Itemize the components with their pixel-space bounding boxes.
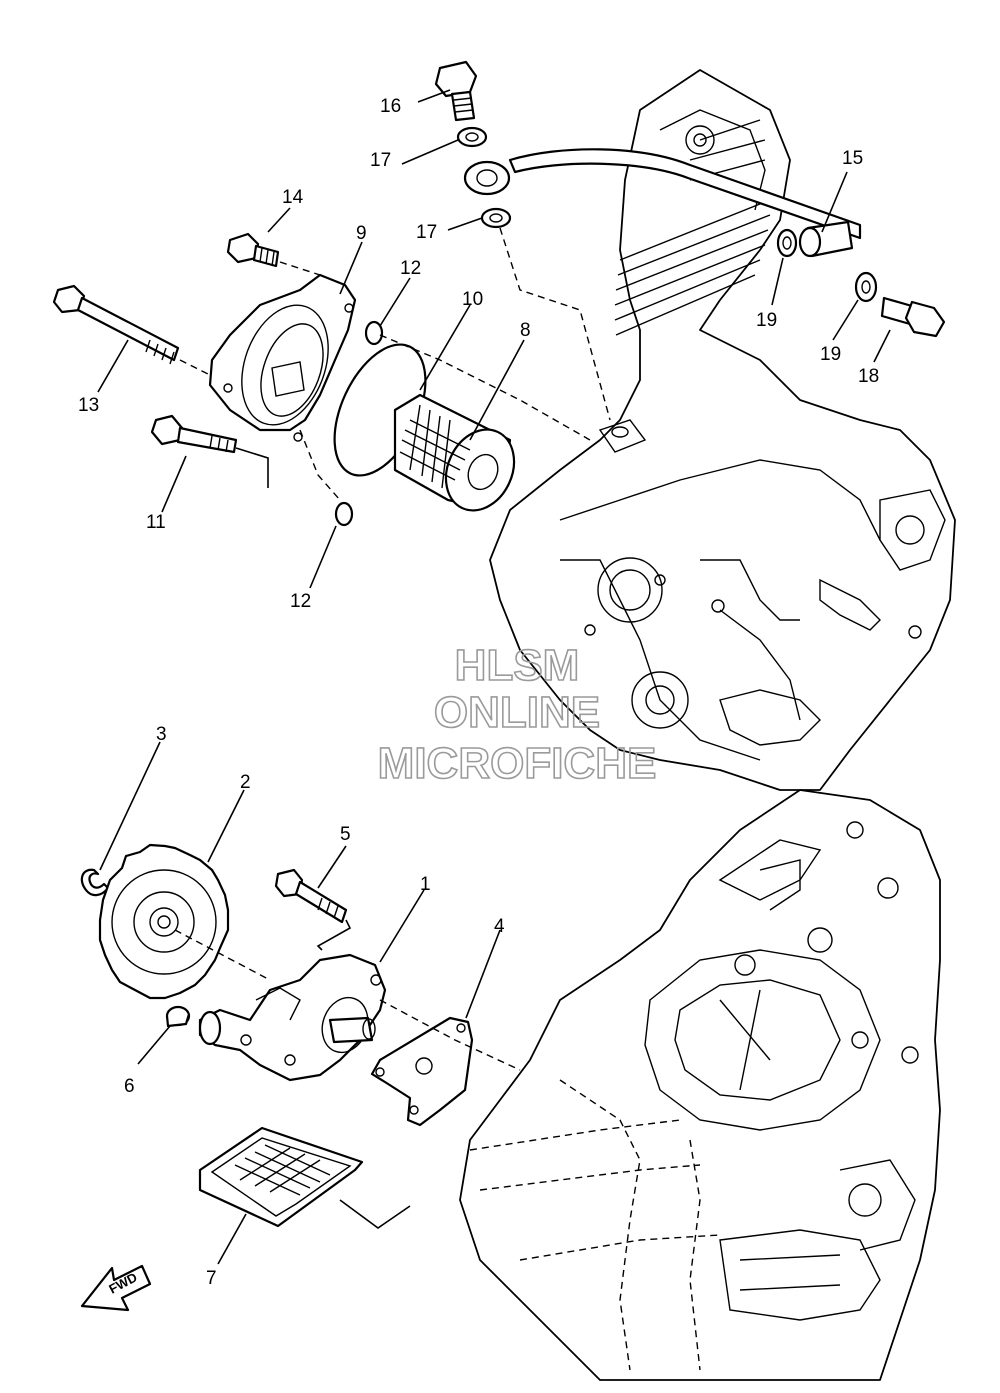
callout-12-lower: 12 xyxy=(290,591,311,612)
callout-15: 15 xyxy=(842,148,863,169)
watermark: HLSM ONLINE MICROFICHE xyxy=(377,640,657,789)
pipe-banjo-fitting xyxy=(463,160,511,196)
cover-bolt-13 xyxy=(52,284,213,377)
gasket-washer-lower xyxy=(480,207,512,229)
gasket-washer-upper xyxy=(456,126,488,148)
callout-11: 11 xyxy=(146,512,166,533)
callout-8: 8 xyxy=(520,320,531,341)
callout-12-upper: 12 xyxy=(400,258,421,279)
callout-19-left: 19 xyxy=(756,310,777,331)
cover-bolt-11 xyxy=(150,414,269,488)
upper-crankcase-outline xyxy=(489,69,956,791)
fwd-arrow: FWD xyxy=(80,1264,152,1312)
pump-bolt-5 xyxy=(274,868,352,951)
watermark-line-3: MICROFICHE xyxy=(378,739,657,788)
filter-alignment-line xyxy=(379,334,591,441)
callout-18: 18 xyxy=(858,366,879,387)
callout-17-lower: 17 xyxy=(416,222,437,243)
o-ring-lower xyxy=(299,429,354,527)
callout-1: 1 xyxy=(420,874,431,895)
union-bolt xyxy=(434,60,478,122)
union-bolt-right xyxy=(880,296,946,338)
oil-filter-element xyxy=(393,393,516,512)
pipe-alignment-line xyxy=(499,227,611,421)
callout-labels: 16 17 17 15 19 19 18 14 9 12 10 8 13 11 … xyxy=(78,96,879,1289)
oil-pump-drive-gear xyxy=(98,843,271,1000)
callout-19-right: 19 xyxy=(820,344,841,365)
callout-5: 5 xyxy=(340,824,351,845)
oil-pump-assembly xyxy=(198,953,387,1082)
callout-9: 9 xyxy=(356,223,367,244)
callout-2: 2 xyxy=(240,772,251,793)
callout-4: 4 xyxy=(494,916,505,937)
oil-filter-cover xyxy=(208,273,357,442)
watermark-line-2: ONLINE xyxy=(434,688,600,737)
callout-10: 10 xyxy=(462,289,483,310)
callout-13: 13 xyxy=(78,395,99,416)
watermark-line-1: HLSM xyxy=(455,641,580,690)
oil-delivery-pipe xyxy=(508,148,862,258)
o-ring-upper xyxy=(364,320,384,346)
callout-3: 3 xyxy=(156,724,167,745)
dowel-pin-6 xyxy=(165,1005,191,1028)
gasket-washer-right-1 xyxy=(776,228,798,258)
callout-7: 7 xyxy=(206,1268,217,1289)
callout-14: 14 xyxy=(282,187,304,208)
callout-16: 16 xyxy=(380,96,401,117)
gasket-washer-right-2 xyxy=(854,271,878,303)
callout-6: 6 xyxy=(124,1076,135,1097)
leader-lines xyxy=(97,89,891,1265)
oil-strainer xyxy=(198,1126,411,1229)
cover-bolt-14 xyxy=(226,232,321,276)
pump-gasket xyxy=(370,999,521,1127)
callout-17-upper: 17 xyxy=(370,150,391,171)
lower-crankcase-outline xyxy=(459,789,941,1381)
circlip xyxy=(80,868,110,897)
